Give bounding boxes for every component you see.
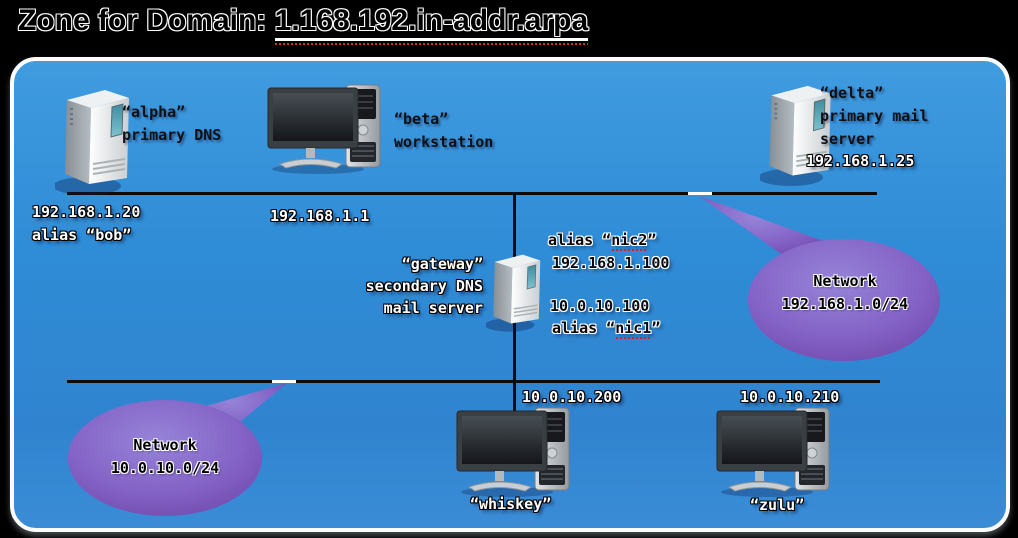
workstation-icon-whiskey	[456, 407, 570, 497]
whiskey-ip: 10.0.10.200	[522, 388, 622, 406]
title-prefix: Zone for Domain:	[18, 4, 275, 37]
network1-label: Network	[813, 272, 877, 290]
gateway-role2: mail server	[383, 299, 483, 317]
network2-cidr: 10.0.10.0/24	[110, 459, 220, 477]
gateway-nic2-alias: alias “nic2”	[548, 231, 657, 249]
beta-role: workstation	[394, 133, 494, 151]
bubble-body	[748, 239, 940, 361]
delta-ip: 192.168.1.25	[806, 152, 915, 170]
beta-name: “beta”	[394, 110, 449, 128]
server-tower-icon-alpha	[55, 90, 129, 195]
alpha-role: primary DNS	[122, 126, 222, 144]
nic1-word: nic1	[615, 319, 652, 337]
network-line-bottom	[67, 380, 880, 383]
workstation-icon-beta	[267, 84, 381, 174]
whiskey-drop-line	[513, 380, 516, 414]
network1-cidr: 192.168.1.0/24	[781, 295, 909, 313]
server-tower-icon-gateway	[486, 254, 541, 332]
server-tower-icon-delta	[760, 85, 831, 187]
gateway-nic1-ip: 10.0.10.100	[550, 297, 650, 315]
whiskey-name: “whiskey”	[470, 495, 552, 513]
gateway-nic2-ip: 192.168.1.100	[552, 254, 670, 272]
gateway-nic1-alias: alias “nic1”	[552, 319, 661, 337]
delta-role2: server	[820, 130, 875, 148]
zulu-name: “zulu”	[750, 496, 805, 514]
alpha-ip: 192.168.1.20	[32, 203, 141, 221]
page-title: Zone for Domain: 1.168.192.in-addr.arpa	[18, 4, 589, 41]
gateway-name: “gateway”	[401, 255, 483, 273]
workstation-icon-zulu	[716, 407, 830, 497]
network1-bubble	[699, 196, 940, 361]
network2-bubble	[68, 383, 287, 516]
top-line-callout-anchor	[688, 192, 712, 195]
gateway-role1: secondary DNS	[365, 277, 483, 295]
network-line-top	[67, 192, 877, 195]
bubble-body	[68, 400, 262, 516]
delta-role1: primary mail	[820, 107, 929, 125]
nic2-word: nic2	[611, 231, 648, 249]
title-domain: 1.168.192.in-addr.arpa	[274, 4, 589, 41]
alpha-alias: alias “bob”	[32, 226, 132, 244]
delta-name: “delta”	[820, 84, 884, 102]
network2-label: Network	[133, 436, 197, 454]
bottom-line-callout-anchor	[272, 380, 296, 383]
zulu-ip: 10.0.10.210	[740, 388, 840, 406]
beta-ip: 192.168.1.1	[270, 207, 370, 225]
alpha-name: “alpha”	[122, 103, 186, 121]
bubble-tail	[699, 196, 826, 256]
